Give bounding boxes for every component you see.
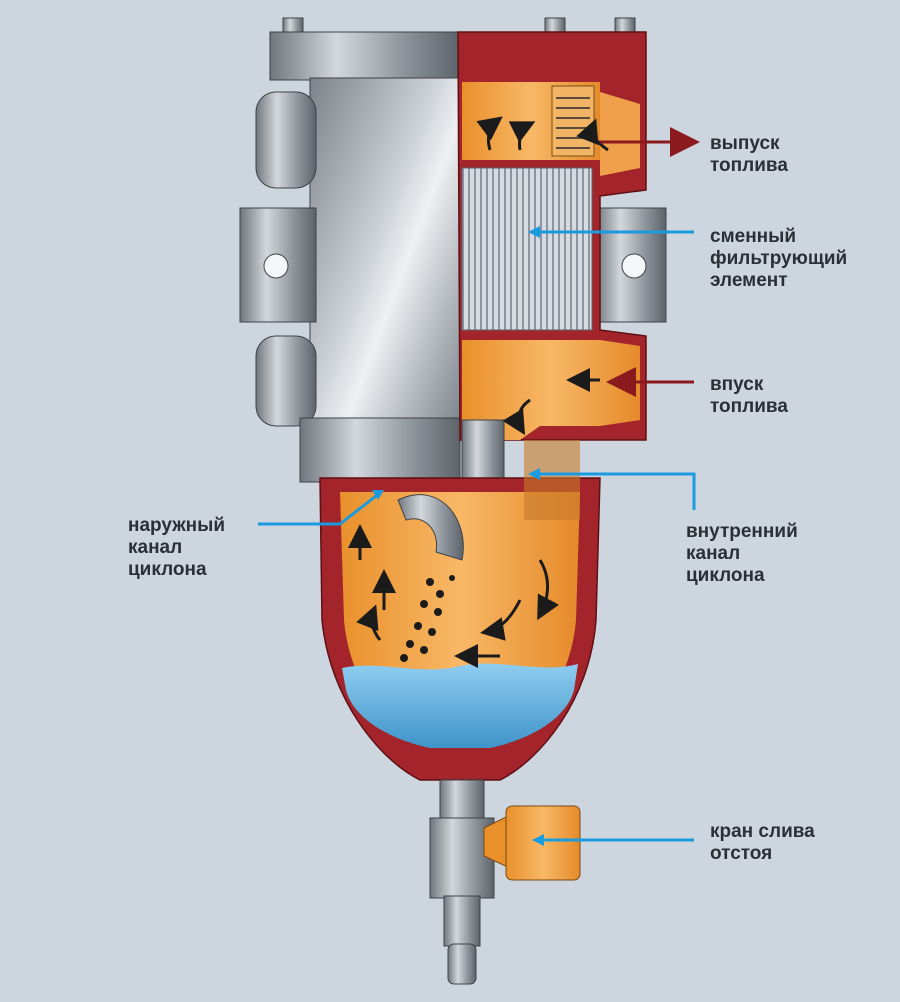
label-sediment-drain-valve: кран слива отстоя xyxy=(710,821,815,865)
label-inner-cyclone-channel: внутренний канал циклона xyxy=(686,521,798,587)
drain-assembly xyxy=(429,779,495,985)
filter-element-pleats xyxy=(461,167,593,331)
label-line: топлива xyxy=(710,155,788,176)
leader-lines xyxy=(258,127,700,846)
label-filter-element: сменный фильтрующий элемент xyxy=(710,226,847,292)
label-fuel-inlet: впуск топлива xyxy=(710,374,788,418)
label-line: топлива xyxy=(710,396,788,417)
label-line: элемент xyxy=(710,270,788,291)
label-line: наружный xyxy=(128,515,226,536)
label-line: выпуск xyxy=(710,133,780,154)
label-line: отстоя xyxy=(710,843,773,864)
label-line: фильтрующий xyxy=(710,248,848,269)
label-fuel-outlet: выпуск топлива xyxy=(710,133,788,177)
sediment-particles xyxy=(400,575,455,662)
label-line: циклона xyxy=(128,559,207,580)
flow-arrows xyxy=(348,116,609,668)
label-line: внутренний xyxy=(686,521,798,542)
label-outer-cyclone-channel: наружный канал циклона xyxy=(128,515,225,581)
outer-cyclone-channel xyxy=(397,494,464,561)
sediment-bowl xyxy=(319,440,601,781)
label-line: канал xyxy=(128,537,183,558)
filter-head-metal xyxy=(239,17,636,497)
check-valve-spring xyxy=(551,85,595,157)
label-line: циклона xyxy=(686,565,765,586)
label-line: кран слива xyxy=(710,821,815,842)
label-line: впуск xyxy=(710,374,764,395)
inner-channel-leader xyxy=(540,472,696,510)
label-line: сменный xyxy=(710,226,797,247)
label-line: канал xyxy=(686,543,741,564)
outer-channel-leader xyxy=(258,494,377,526)
drain-valve xyxy=(483,805,581,881)
